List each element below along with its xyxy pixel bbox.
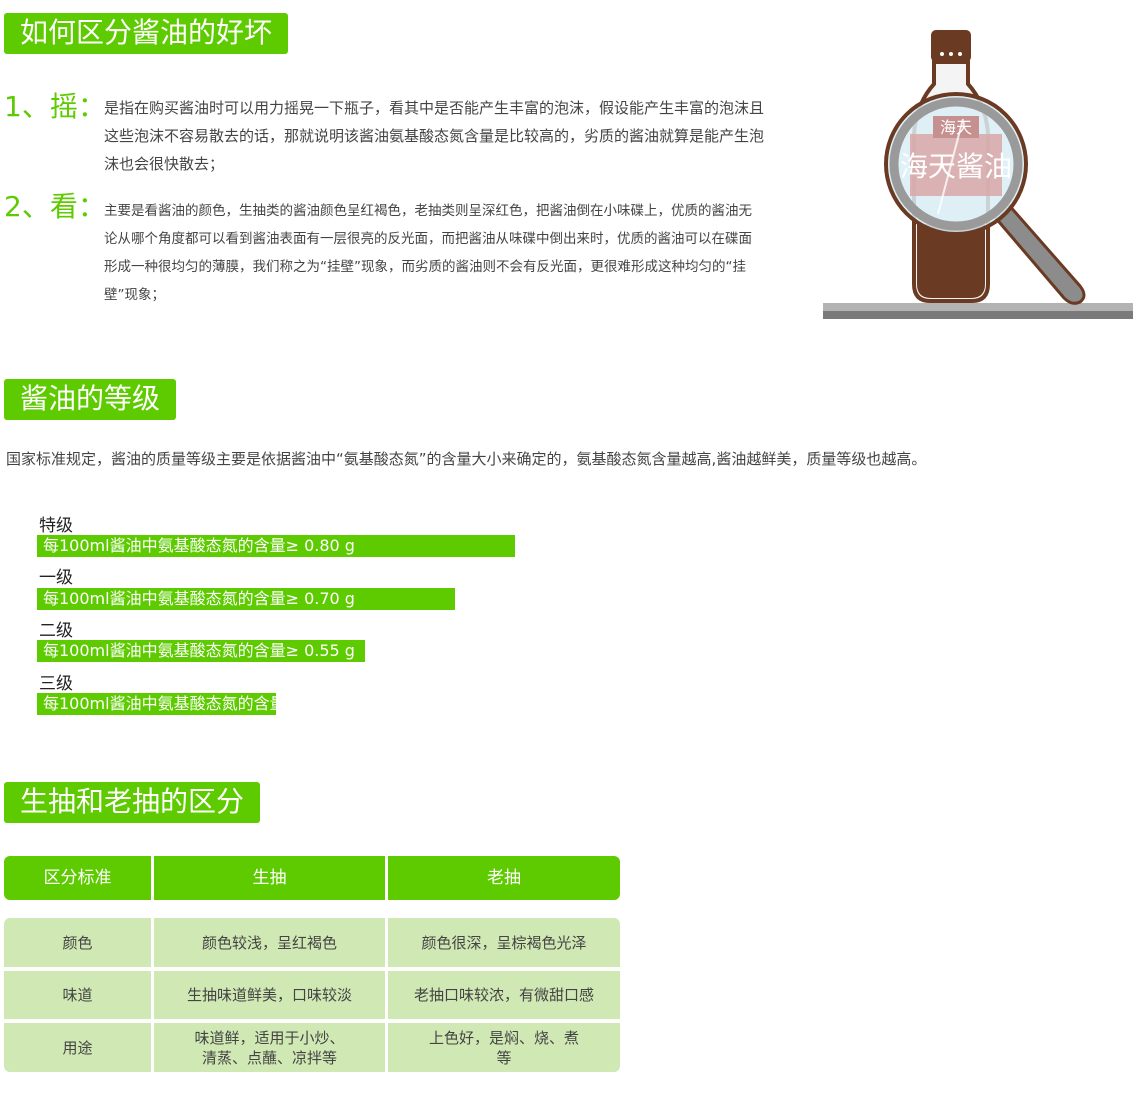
grades-intro-text: 国家标准规定，酱油的质量等级主要是依据酱油中“氨基酸态氮”的含量大小来确定的，氨… bbox=[6, 450, 927, 468]
table-cell: 上色好，是焖、烧、煮等 bbox=[388, 1023, 620, 1072]
grade-bar-third: 每100ml酱油中氨基酸态氮的含量≥ 0.40 g bbox=[37, 693, 355, 715]
grade-label-second: 二级 bbox=[39, 621, 73, 641]
table-cell: 颜色很深，呈棕褐色光泽 bbox=[388, 918, 620, 967]
step-number-shake: 1、摇： bbox=[4, 90, 106, 123]
table-header-dark: 老抽 bbox=[388, 856, 620, 900]
step-number-look: 2、看： bbox=[4, 190, 106, 223]
grade-bar-special: 每100ml酱油中氨基酸态氮的含量≥ 0.80 g bbox=[37, 535, 515, 557]
svg-text:海天: 海天 bbox=[940, 118, 972, 137]
section-title-grades: 酱油的等级 bbox=[4, 379, 177, 420]
table-cell: 生抽味道鲜美，口味较淡 bbox=[154, 971, 385, 1019]
table-cell: 颜色 bbox=[4, 918, 151, 967]
table-cell: 味道 bbox=[4, 971, 151, 1019]
table-cell: 老抽口味较浓，有微甜口感 bbox=[388, 971, 620, 1019]
table-cell: 味道鲜，适用于小炒、清蒸、点蘸、凉拌等 bbox=[154, 1023, 385, 1072]
step-text-look: 主要是看酱油的颜色，生抽类的酱油颜色呈红褐色，老抽类则呈深红色，把酱油倒在小味碟… bbox=[104, 203, 752, 303]
grade-bar-second: 每100ml酱油中氨基酸态氮的含量≥ 0.55 g bbox=[37, 640, 365, 662]
table-header-criteria: 区分标准 bbox=[4, 856, 151, 900]
soy-sauce-bottle-illustration: 海天 海天酱油 bbox=[823, 30, 1133, 319]
table-cell: 用途 bbox=[4, 1023, 151, 1072]
table-cell: 颜色较浅，呈红褐色 bbox=[154, 918, 385, 967]
step-text-shake: 是指在购买酱油时可以用力摇晃一下瓶子，看其中是否能产生丰富的泡沫，假设能产生丰富… bbox=[104, 99, 765, 173]
grade-label-special: 特级 bbox=[39, 516, 73, 536]
section-title-light-dark: 生抽和老抽的区分 bbox=[4, 782, 261, 823]
section-title-quality: 如何区分酱油的好坏 bbox=[4, 13, 289, 54]
grade-bar-first: 每100ml酱油中氨基酸态氮的含量≥ 0.70 g bbox=[37, 588, 455, 610]
grade-label-third: 三级 bbox=[39, 674, 73, 694]
table-header-light: 生抽 bbox=[154, 856, 385, 900]
svg-text:海天酱油: 海天酱油 bbox=[900, 150, 1012, 183]
magnifier-icon: 海天 海天酱油 bbox=[884, 92, 1086, 305]
grade-label-first: 一级 bbox=[39, 568, 73, 588]
